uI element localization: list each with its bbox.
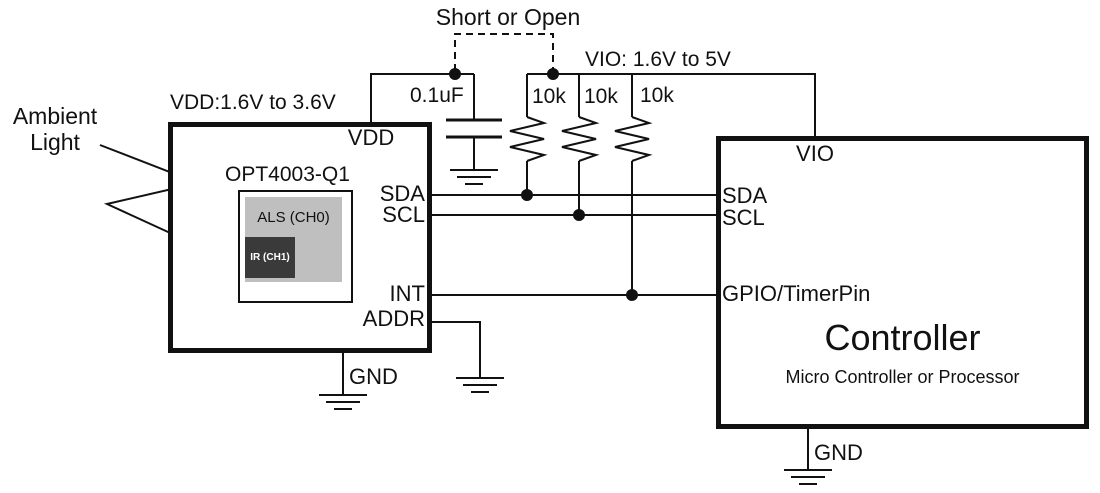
als-channel-label: ALS (CH0)	[257, 209, 330, 226]
short-or-open-jumper	[454, 33, 554, 71]
ambient-light-label: Ambient Light	[12, 103, 98, 156]
capacitor-ground-symbol	[450, 169, 498, 185]
controller-pin-sda: SDA	[722, 183, 768, 208]
sensor-pin-addr: ADDR	[362, 306, 425, 331]
junction-dot-int	[626, 289, 638, 301]
vdd-supply-label: VDD:1.6V to 3.6V	[170, 91, 336, 114]
controller-subtitle: Micro Controller or Processor	[785, 367, 1020, 387]
sensor-ground-symbol	[319, 394, 367, 410]
controller-pin-scl: SCL	[722, 205, 765, 230]
junction-dot-vdd-rail	[449, 68, 461, 80]
ir-channel-region: IR (CH1)	[245, 237, 295, 278]
sensor-part-number: OPT4003-Q1	[225, 163, 350, 186]
controller-pin-vio: VIO	[796, 141, 834, 166]
controller-box	[716, 136, 1089, 429]
controller-gnd-label: GND	[814, 440, 863, 465]
vio-supply-label: VIO: 1.6V to 5V	[585, 48, 731, 71]
capacitor-value-label: 0.1uF	[410, 84, 464, 107]
sensor-gnd-label: GND	[349, 364, 398, 389]
addr-ground-symbol	[456, 377, 504, 393]
junction-dot-sda	[521, 189, 533, 201]
pullup-resistor-int	[614, 74, 653, 295]
junction-dot-vio-rail	[547, 68, 559, 80]
resistor-value-label-2: 10k	[584, 85, 618, 108]
controller-ground-symbol	[784, 469, 832, 485]
controller-pin-gpio: GPIO/TimerPin	[722, 281, 871, 306]
vio-rail-wire	[527, 73, 816, 139]
pullup-resistor-scl	[561, 74, 600, 215]
ir-channel-label: IR (CH1)	[250, 252, 290, 263]
junction-dot-scl	[573, 209, 585, 221]
vdd-rail-wire	[370, 73, 474, 123]
ambient-light-arrow	[99, 144, 204, 249]
sensor-pin-sda: SDA	[379, 181, 425, 206]
addr-ground-wire	[432, 321, 481, 378]
resistor-value-label-1: 10k	[532, 85, 566, 108]
sensor-pin-scl: SCL	[382, 202, 425, 227]
sensor-pin-vdd: VDD	[347, 125, 395, 150]
resistor-value-label-3: 10k	[640, 84, 674, 107]
short-or-open-label: Short or Open	[435, 4, 581, 30]
sensor-pin-int: INT	[389, 281, 425, 306]
controller-title: Controller	[824, 317, 981, 358]
bypass-capacitor	[446, 74, 502, 170]
